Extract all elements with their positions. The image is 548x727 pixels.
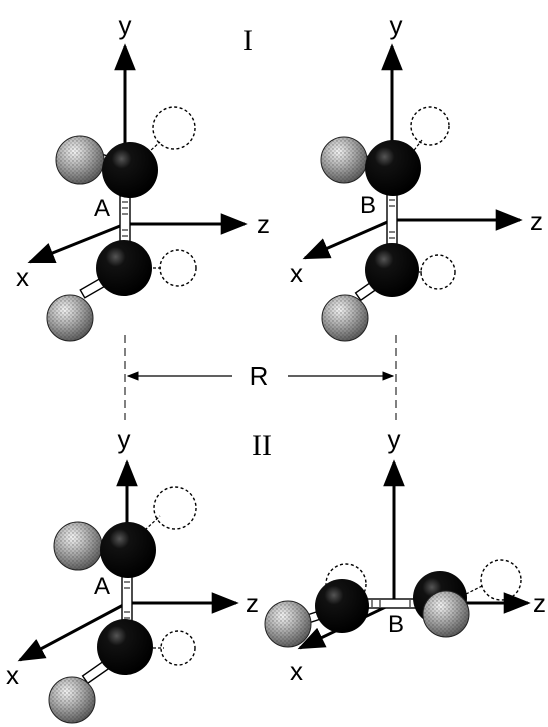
panel-two-molecule-b: y z x B (264, 424, 546, 686)
panel-two-a-lone-pair-bottom (160, 630, 196, 666)
panel-one-a-z-label: z (257, 209, 270, 239)
panel-one-b-x-axis (302, 218, 393, 260)
panel-one-a-x-axis (27, 222, 126, 264)
panel-two-molecule-a: y z x A (6, 424, 259, 724)
separation-indicator: R (124, 335, 397, 420)
panel-two-a-x-axis (17, 601, 128, 662)
panel-two-b-z-label: z (533, 588, 546, 618)
panel-two-b-y-label: y (388, 424, 401, 454)
panel-two-b-lone-pair-right (480, 559, 522, 601)
panel-one-a-carbon-top (102, 142, 158, 198)
panel-two-b-center-label: B (388, 611, 404, 638)
panel-one-a-x-label: x (16, 262, 29, 292)
panel-one-b-center-label: B (360, 192, 376, 219)
panel-one-b-carbon-top (365, 140, 421, 196)
panel-one-a-y-label: y (119, 10, 132, 40)
separation-label: R (250, 361, 269, 391)
panel-one-b-lone-pair-bottom (420, 254, 456, 290)
panel-two-b-carbon-left (315, 579, 369, 633)
panel-two-a-z-label: z (246, 588, 259, 618)
panel-one-a-lone-pair-bottom (159, 249, 197, 287)
panel-two-a-lone-pair-top (153, 486, 197, 530)
panel-one-a-center-label: A (94, 195, 110, 222)
panel-one-b-lone-pair-bond-top (407, 139, 423, 159)
panel-two-a-x-label: x (6, 660, 19, 690)
panel-one-a-carbon-bottom (96, 240, 152, 296)
panel-two-a-lone-pair-bond-top (144, 515, 161, 531)
panel-two-b-lone-pair-bond-right (465, 585, 483, 595)
panel-two-a-y-label: y (118, 424, 131, 454)
panel-two-roman-label: II (252, 429, 272, 462)
panel-one-a-central-bond (119, 195, 131, 245)
panel-one-molecule-b: y z x B (290, 10, 543, 342)
panel-two-a-carbon-top (100, 522, 156, 578)
panel-one-a-lone-pair-bond-top (139, 141, 161, 161)
panel-one-b-z-label: z (530, 206, 543, 236)
panel-one: I y x (16, 10, 543, 342)
panel-one-b-x-label: x (290, 258, 303, 288)
panel-one-a-lone-pair-top (152, 106, 196, 150)
panel-one-b-carbon-bottom (365, 243, 419, 297)
panel-one-roman-label: I (243, 24, 253, 57)
panel-one-b-lone-pair-top (410, 106, 450, 146)
panel-two-a-carbon-bottom (97, 619, 153, 675)
panel-two: II y z x A (6, 424, 546, 724)
panel-two-b-x-label: x (290, 656, 303, 686)
panel-two-a-center-label: A (94, 573, 110, 600)
panel-one-molecule-a: y x A (16, 10, 248, 342)
panel-one-b-y-label: y (390, 10, 403, 40)
panel-two-b-lone-pair-left (325, 563, 367, 605)
